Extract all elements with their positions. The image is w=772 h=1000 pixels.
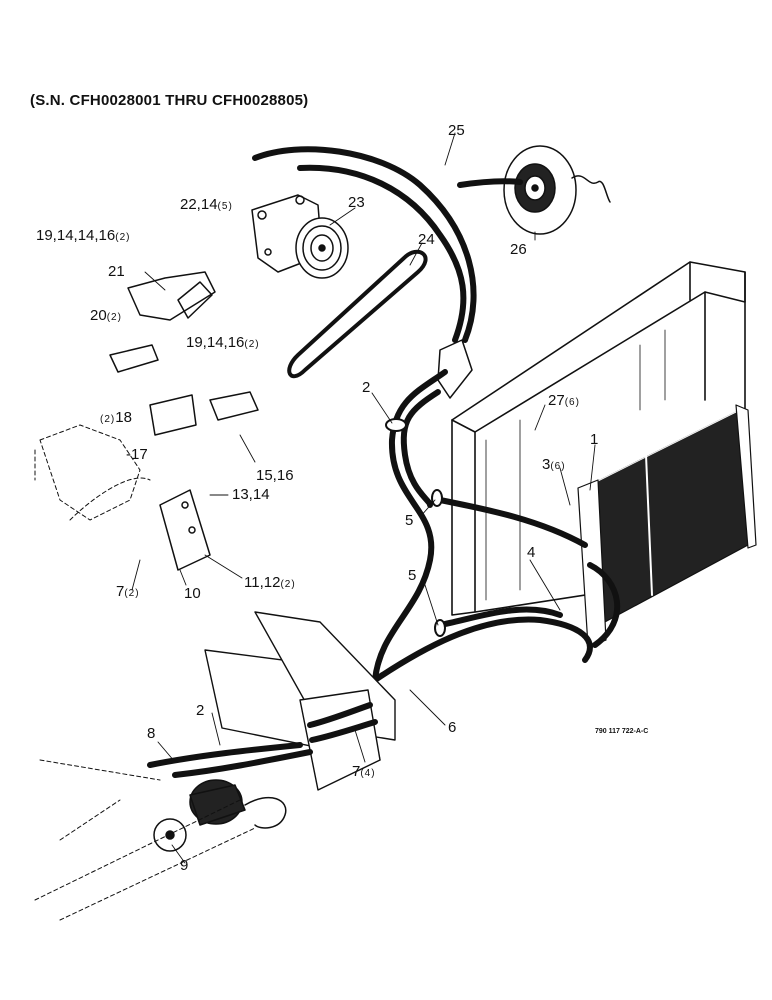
- callout-5-lower: 5: [408, 567, 417, 584]
- condenser-core: [577, 404, 757, 647]
- callout-7-2: 7(2): [116, 583, 140, 600]
- callout-15-16: 15,16: [256, 467, 294, 484]
- callout-4: 4: [527, 544, 536, 561]
- callout-20: 20(2): [90, 307, 122, 324]
- callout-1: 1: [590, 431, 599, 448]
- hose-bracket: [437, 339, 473, 399]
- frame-rail: [34, 759, 256, 921]
- callout-2-upper: 2: [362, 379, 371, 396]
- mount-brackets: [109, 271, 259, 571]
- callout-11-12: 11,12(2): [244, 574, 296, 591]
- callout-3: 3(6): [542, 456, 566, 473]
- callout-22-14: 22,14(5): [180, 196, 233, 213]
- leader-lines: [131, 132, 596, 864]
- compressor: [251, 194, 349, 279]
- callout-18: (2)18: [100, 409, 132, 426]
- callout-10: 10: [184, 585, 201, 602]
- callout-26: 26: [510, 241, 527, 258]
- callout-9: 9: [180, 857, 189, 874]
- callout-2-lower: 2: [196, 702, 205, 719]
- callout-6: 6: [448, 719, 457, 736]
- receiver-drier: [153, 779, 287, 852]
- callout-21: 21: [108, 263, 125, 280]
- callout-25: 25: [448, 122, 465, 139]
- hose-25: [252, 146, 523, 343]
- diagram-title: (S.N. CFH0028001 THRU CFH0028805): [30, 92, 309, 109]
- callout-24: 24: [418, 231, 435, 248]
- hose-lower: [147, 702, 378, 778]
- callout-19-14-14-16: 19,14,14,16(2): [36, 227, 131, 244]
- engine-outline: [34, 424, 151, 521]
- clutch-assembly: [503, 145, 611, 235]
- callout-19-14-16: 19,14,16(2): [186, 334, 260, 351]
- callout-23: 23: [348, 194, 365, 211]
- figure-code: 790 117 722-A-C: [595, 728, 649, 735]
- callout-8: 8: [147, 725, 156, 742]
- callout-27: 27(6): [548, 392, 580, 409]
- drive-belt: [287, 249, 428, 379]
- callout-5-upper: 5: [405, 512, 414, 529]
- callout-7-4: 7(4): [352, 763, 376, 780]
- callout-13-14: 13,14: [232, 486, 270, 503]
- callout-17: -17: [126, 446, 148, 463]
